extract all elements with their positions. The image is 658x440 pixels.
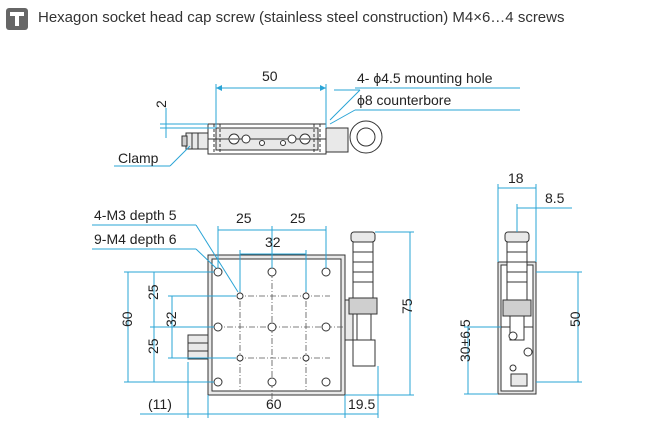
top-micrometer-body (325, 127, 349, 153)
header-title: Hexagon socket head cap screw (stainless… (38, 9, 565, 26)
dim-top-width: 50 (262, 68, 278, 84)
dim-front-60-bottom: 60 (266, 396, 282, 412)
dim-front-60-side: 60 (119, 311, 135, 327)
dim-front-32-top: 32 (265, 234, 281, 250)
dim-side-50: 50 (567, 311, 583, 327)
dim-side-8-5: 8.5 (545, 190, 565, 206)
dim-front-25-upper: 25 (145, 284, 161, 300)
front-clamp (187, 334, 209, 360)
side-view: 18 8.5 50 30±6.5 (457, 170, 583, 395)
label-counterbore: ϕ8 counterbore (357, 92, 451, 108)
dim-front-75: 75 (399, 298, 415, 314)
dim-front-19-5: 19.5 (348, 396, 375, 412)
header: Hexagon socket head cap screw (stainless… (0, 0, 658, 40)
label-m4-holes: 9-M4 depth 6 (94, 231, 177, 247)
label-clamp: Clamp (118, 150, 159, 166)
dim-front-25-right: 25 (290, 210, 306, 226)
dim-side-18: 18 (508, 170, 524, 186)
m3-holes (236, 292, 310, 362)
dim-front-25-left: 25 (236, 210, 252, 226)
front-micrometer-knob (350, 231, 376, 243)
dim-top-step: 2 (153, 100, 169, 108)
dim-front-32-side: 32 (163, 311, 179, 327)
technical-drawing: 50 2 4- ϕ4.5 mounting hole ϕ8 counterbor… (92, 68, 583, 418)
side-micrometer-knob (504, 231, 530, 243)
screw-icon (6, 8, 28, 30)
dim-front-25-lower: 25 (145, 338, 161, 354)
label-mounting-hole: 4- ϕ4.5 mounting hole (357, 70, 493, 86)
label-m3-holes: 4-M3 depth 5 (94, 207, 177, 223)
top-view: 50 2 4- ϕ4.5 mounting hole ϕ8 counterbor… (114, 68, 520, 167)
dim-side-30: 30±6.5 (457, 319, 473, 362)
dim-front-11: (11) (148, 396, 172, 412)
front-view: 25 25 32 4-M3 depth 5 9-M4 depth 6 60 25… (92, 207, 415, 418)
